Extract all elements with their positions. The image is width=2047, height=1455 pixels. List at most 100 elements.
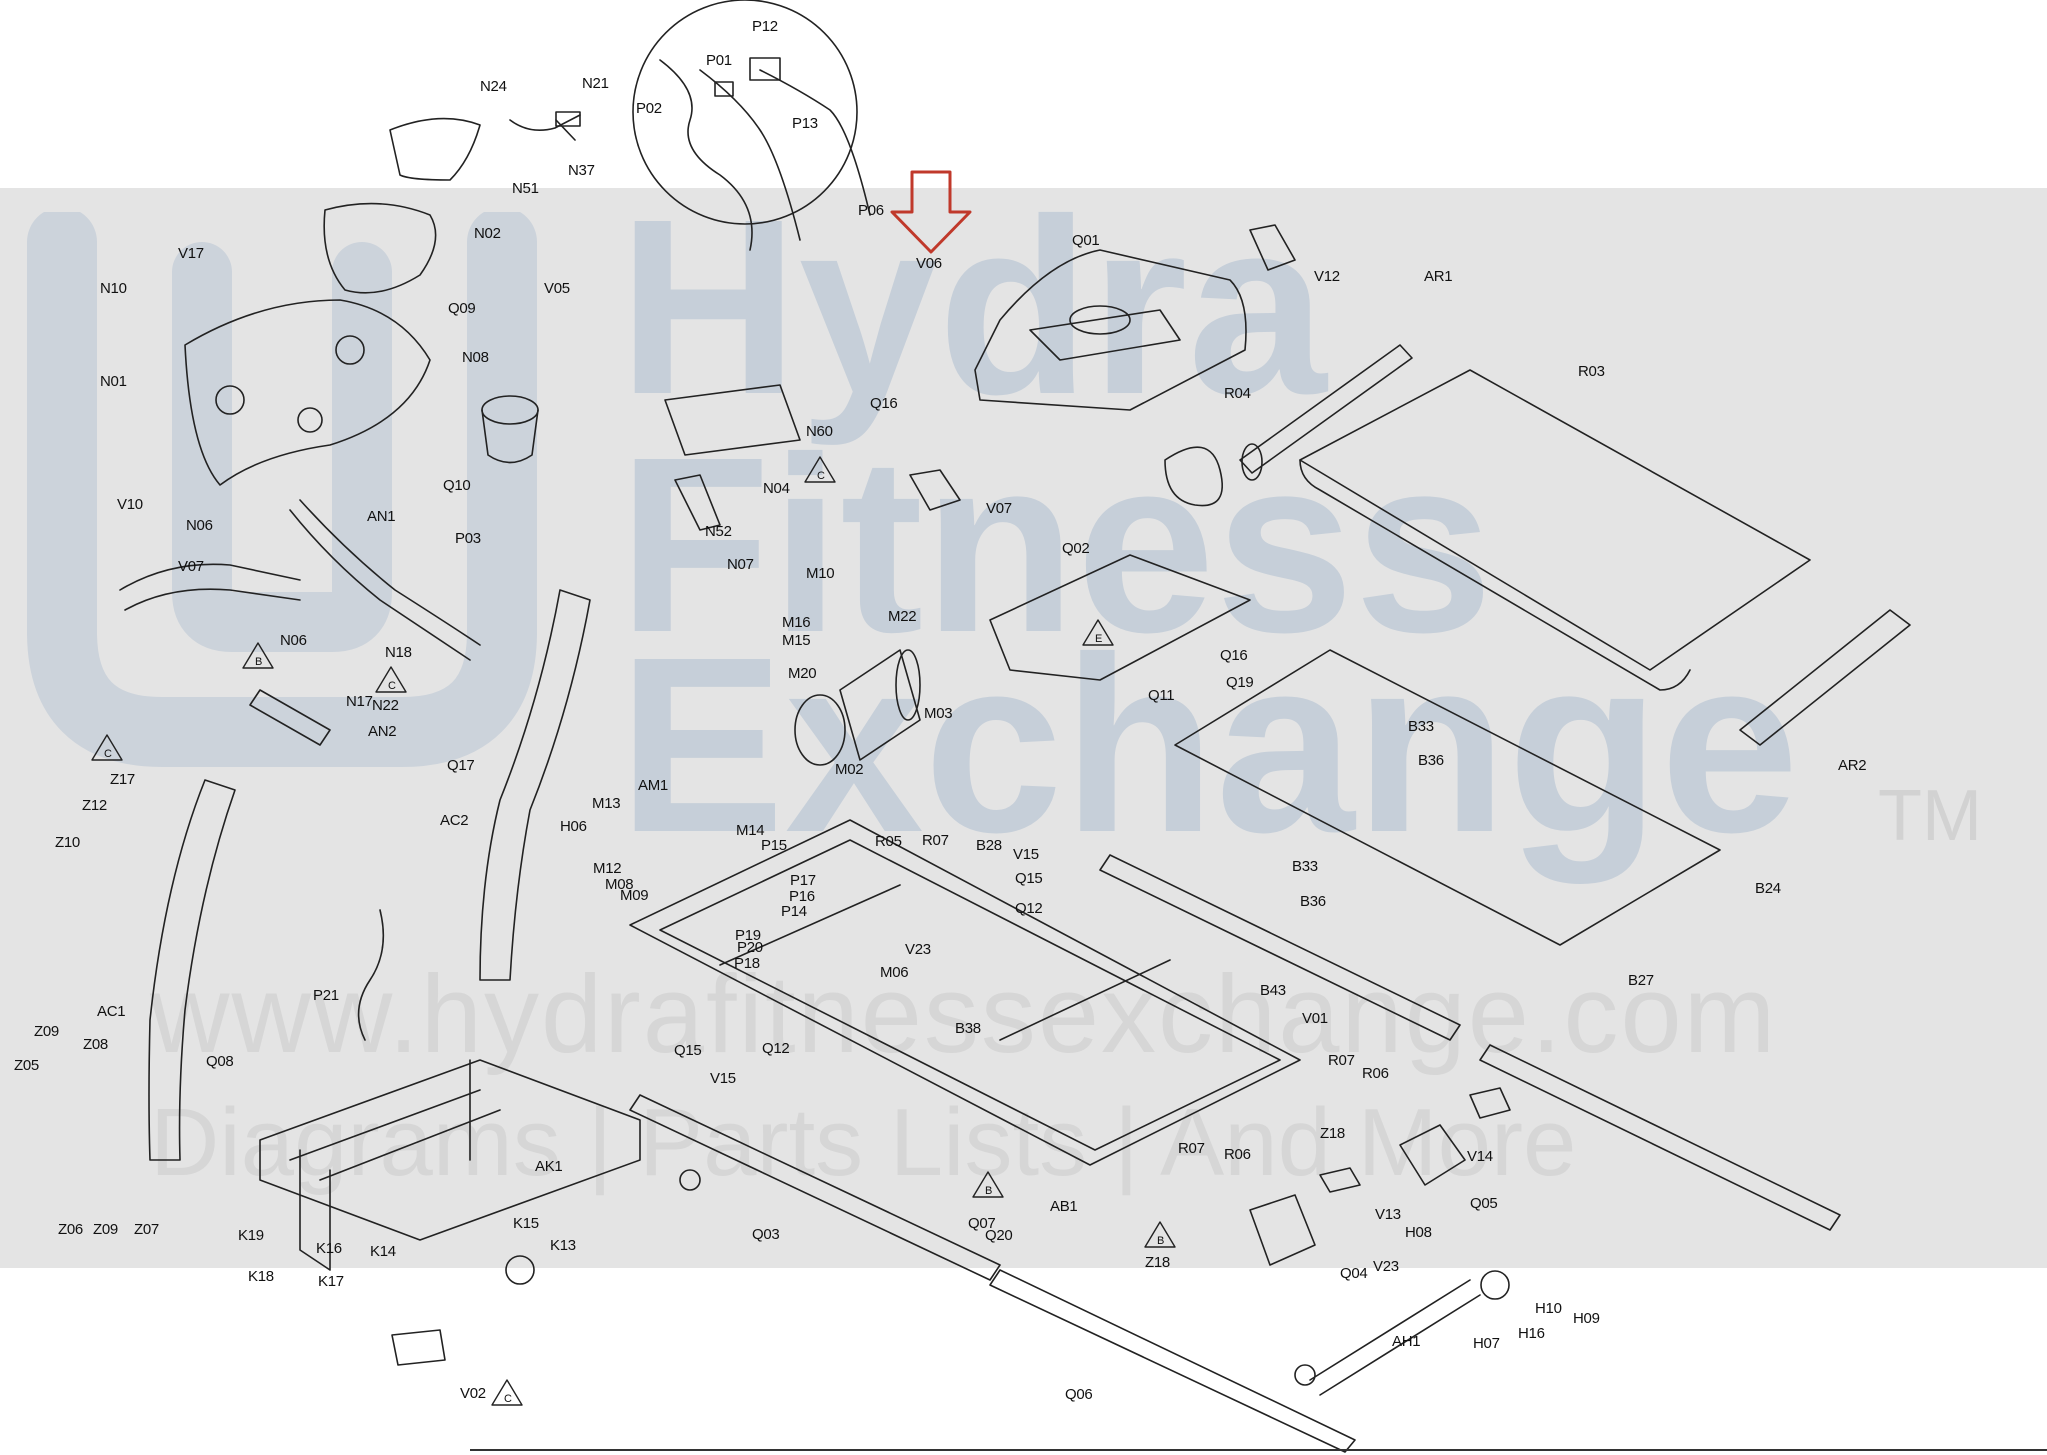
part-label-v05: V05 (544, 280, 570, 297)
part-label-v01: V01 (1302, 1010, 1328, 1027)
part-label-v15: V15 (710, 1070, 736, 1087)
part-label-q16: Q16 (870, 395, 898, 412)
warning-letter: C (388, 680, 396, 692)
part-label-n01: N01 (100, 373, 127, 390)
part-label-ar1: AR1 (1424, 268, 1453, 285)
part-label-q15: Q15 (1015, 870, 1043, 887)
part-label-p06: P06 (858, 202, 884, 219)
watermark-tagline: Diagrams | Parts Lists | And More (150, 1089, 1577, 1196)
part-label-p15: P15 (761, 837, 787, 854)
part-label-ak1: AK1 (535, 1158, 563, 1175)
part-label-b43: B43 (1260, 982, 1286, 999)
warning-letter: B (985, 1185, 993, 1197)
upright-left-ac1 (148, 779, 236, 1161)
part-label-m15: M15 (782, 632, 811, 649)
roller-pulley (1241, 443, 1263, 481)
part-label-p01: P01 (706, 52, 732, 69)
part-label-b33: B33 (1408, 718, 1434, 735)
part-label-q12: Q12 (1015, 900, 1043, 917)
part-label-an1: AN1 (367, 508, 396, 525)
part-label-ac1: AC1 (97, 1003, 126, 1020)
main-frame-rail (629, 819, 1301, 1166)
part-label-n21: N21 (582, 75, 609, 92)
motor-body (839, 649, 921, 761)
part-label-q03: Q03 (752, 1226, 780, 1243)
part-label-m08: M08 (605, 876, 634, 893)
part-label-q04: Q04 (1340, 1265, 1368, 1282)
upright-right-ac2 (479, 589, 591, 981)
part-label-q06: Q06 (1065, 1386, 1093, 1403)
grip-tube (249, 689, 331, 746)
part-label-q02: Q02 (1062, 540, 1090, 557)
warning-triangle-icon (1144, 1221, 1176, 1248)
wiring-harness (659, 59, 871, 251)
base-wheel (679, 1169, 701, 1191)
part-label-z09: Z09 (93, 1221, 118, 1238)
console-base (184, 299, 431, 486)
running-belt-edge (1299, 459, 1691, 691)
side-rail-right-far (1479, 1044, 1841, 1231)
cup-holder (481, 395, 539, 425)
part-label-z12: Z12 (82, 797, 107, 814)
base-wheel (505, 1255, 535, 1285)
part-label-r07: R07 (1178, 1140, 1205, 1157)
part-label-n07: N07 (727, 556, 754, 573)
part-label-ar2: AR2 (1838, 757, 1867, 774)
part-label-b36: B36 (1300, 893, 1326, 910)
warning-triangle-icon (804, 456, 836, 483)
part-label-v07: V07 (178, 558, 204, 575)
part-label-r07: R07 (922, 832, 949, 849)
part-label-n04: N04 (763, 480, 790, 497)
warning-letter: B (1157, 1235, 1165, 1247)
deck-b27 (1174, 649, 1721, 946)
part-label-ab1: AB1 (1050, 1198, 1078, 1215)
warning-triangle-icon (91, 734, 123, 761)
part-label-m22: M22 (888, 608, 917, 625)
part-label-v15: V15 (1013, 846, 1039, 863)
warning-triangle-icon (242, 642, 274, 669)
warning-triangle-icon (375, 666, 407, 693)
part-label-z08: Z08 (83, 1036, 108, 1053)
part-label-v13: V13 (1375, 1206, 1401, 1223)
wiring-detail-circle (632, 0, 858, 225)
side-rail-right (1099, 854, 1461, 1041)
part-label-q08: Q08 (206, 1053, 234, 1070)
part-label-r04: R04 (1224, 385, 1251, 402)
part-label-n22: N22 (372, 697, 399, 714)
part-label-q09: Q09 (448, 300, 476, 317)
wiring-plug (714, 81, 734, 97)
part-label-z09: Z09 (34, 1023, 59, 1040)
rear-pivot-ah1 (1309, 1279, 1481, 1396)
part-label-m02: M02 (835, 761, 864, 778)
part-label-n51: N51 (512, 180, 539, 197)
side-rail-left-q03 (629, 1094, 1001, 1281)
watermark-trademark: TM (1878, 776, 1982, 856)
part-label-h16: H16 (1518, 1325, 1545, 1342)
part-label-q10: Q10 (443, 477, 471, 494)
part-label-n37: N37 (568, 162, 595, 179)
part-label-v06: V06 (916, 255, 942, 272)
part-label-p19: P19 (735, 927, 761, 944)
console-knob (335, 335, 365, 365)
part-label-n10: N10 (100, 280, 127, 297)
part-label-n24: N24 (480, 78, 507, 95)
warning-letter: C (817, 470, 825, 482)
part-label-b28: B28 (976, 837, 1002, 854)
motor-flywheel (794, 694, 846, 766)
part-label-p13: P13 (792, 115, 818, 132)
part-label-m12: M12 (593, 860, 622, 877)
part-label-q19: Q19 (1226, 674, 1254, 691)
part-label-h07: H07 (1473, 1335, 1500, 1352)
part-label-v12: V12 (1314, 268, 1340, 285)
part-label-m09: M09 (620, 887, 649, 904)
part-label-v07: V07 (986, 500, 1012, 517)
decal-v14 (1469, 1087, 1511, 1119)
part-label-m14: M14 (736, 822, 765, 839)
part-label-m13: M13 (592, 795, 621, 812)
part-label-ah1: AH1 (1392, 1333, 1421, 1350)
part-label-b38: B38 (955, 1020, 981, 1037)
part-label-n17: N17 (346, 693, 373, 710)
warning-letter: C (504, 1393, 512, 1405)
cup-holder-body (481, 409, 539, 464)
